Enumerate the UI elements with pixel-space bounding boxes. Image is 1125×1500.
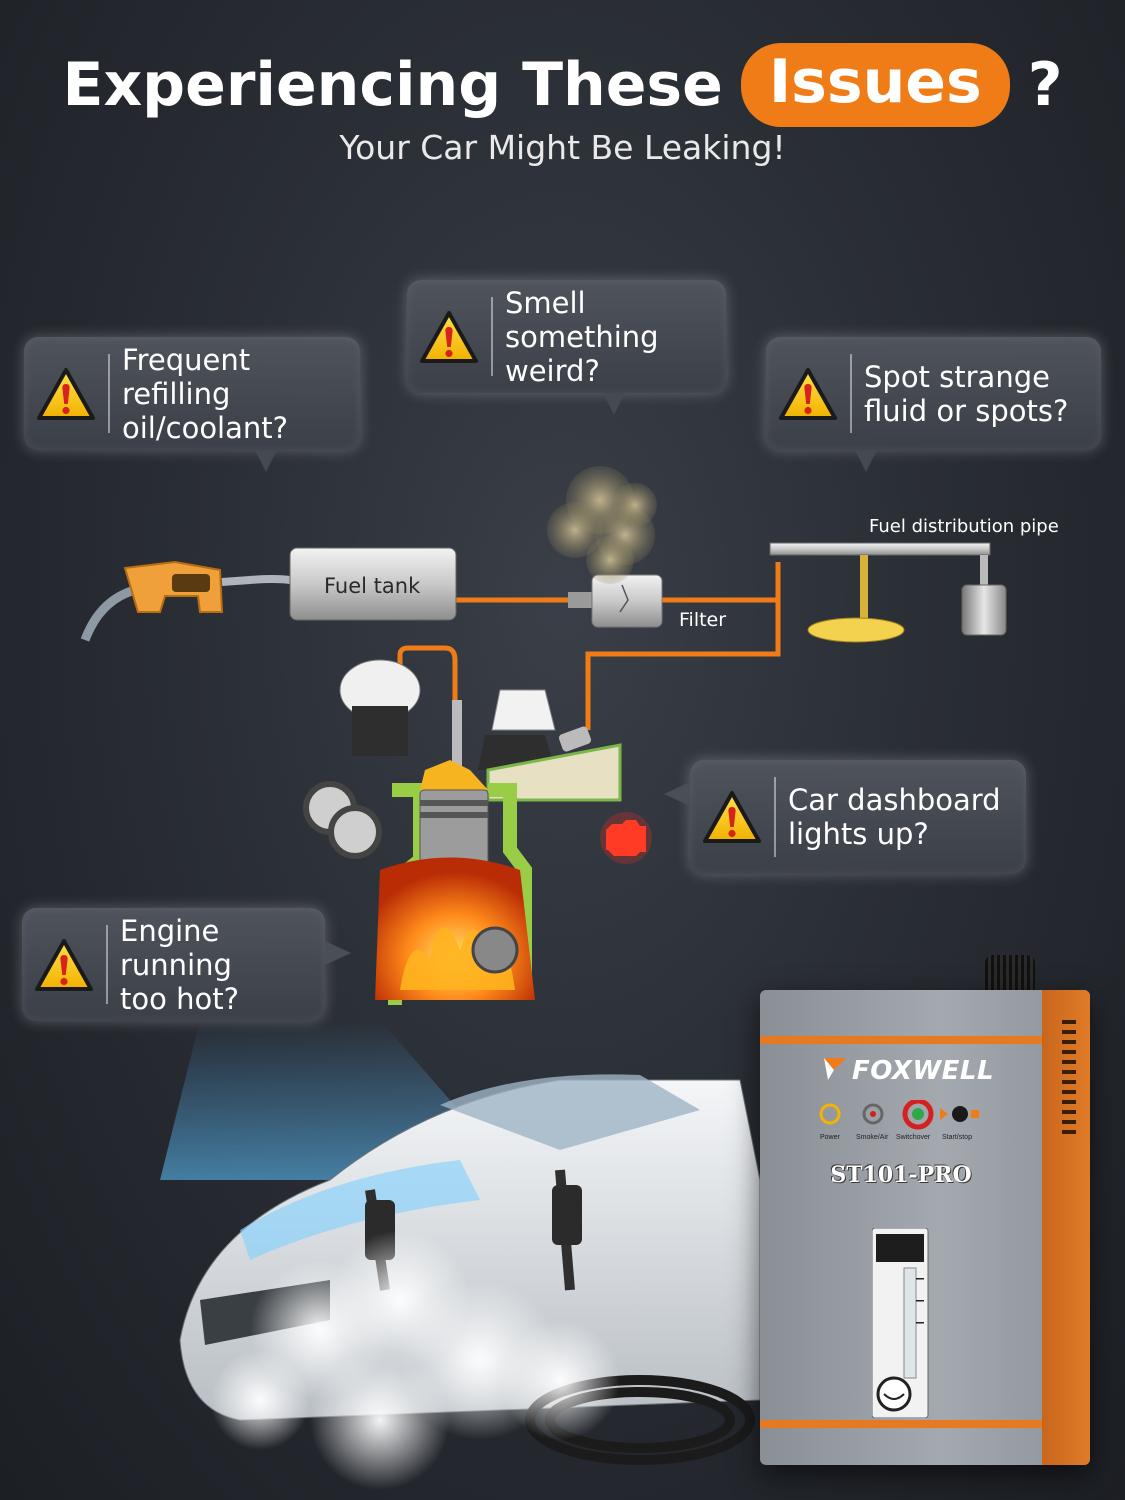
callout-tail <box>255 450 277 472</box>
divider <box>491 296 493 377</box>
control-label: Power <box>820 1134 840 1141</box>
callout-text: Spot strange fluid or spots? <box>864 360 1068 428</box>
callout-smell: Smell something weird? <box>407 280 726 393</box>
control-label: Switchover <box>896 1134 931 1141</box>
callout-text: Car dashboard lights up? <box>788 783 1001 851</box>
fuel-tank <box>289 547 457 621</box>
page-title: Experiencing These Issues ? <box>0 40 1125 130</box>
divider <box>850 353 852 434</box>
callout-refill: Frequent refilling oil/coolant? <box>24 337 360 450</box>
callout-tail <box>603 393 625 415</box>
device-model: ST101-PRO <box>830 1162 972 1188</box>
control-panel <box>819 1100 979 1130</box>
title-highlight: Issues <box>740 43 1010 127</box>
fuel-nozzle-icon <box>80 560 291 642</box>
car-illustration <box>160 1020 760 1490</box>
smoke-machine: FOXWELL Power Smoke/Air Switchover Start… <box>760 990 1090 1465</box>
smoke-cloud-car <box>210 1230 620 1490</box>
warning-icon <box>778 366 838 422</box>
divider <box>774 777 776 857</box>
callout-text: Engine running too hot? <box>120 914 325 1016</box>
filter <box>568 574 663 628</box>
vent-grille <box>1062 1020 1076 1134</box>
callout-line: fluid or spots? <box>864 393 1069 428</box>
warning-icon <box>419 309 479 365</box>
callout-line: lights up? <box>788 817 929 851</box>
control-label: Start/stop <box>942 1134 972 1141</box>
divider <box>108 353 110 434</box>
device-brand: FOXWELL <box>852 1056 995 1086</box>
title-main: Experiencing These <box>62 50 723 120</box>
callout-line: Engine running <box>120 913 232 982</box>
fuel-tank-label: Fuel tank <box>324 574 421 598</box>
device-side-panel <box>1042 990 1090 1465</box>
fuel-line <box>397 562 781 730</box>
callout-line: Spot strange <box>864 359 1050 394</box>
page-subtitle: Your Car Might Be Leaking! <box>339 128 786 167</box>
callout-line: Car dashboard <box>788 783 1001 817</box>
callout-tail <box>325 941 351 965</box>
fuel-pipe-label: Fuel distribution pipe <box>869 516 1059 537</box>
callout-line: Smell something <box>505 285 659 354</box>
device-stripe <box>760 1036 1042 1044</box>
callout-line: weird? <box>505 353 600 388</box>
divider <box>106 924 108 1005</box>
fuel-system-diagram <box>80 466 1007 1005</box>
callout-tail <box>855 450 877 472</box>
callout-line: Frequent refilling <box>122 342 251 411</box>
foxwell-logo-icon <box>824 1058 846 1080</box>
title-suffix: ? <box>1027 50 1063 120</box>
device-knob[interactable] <box>985 955 1035 993</box>
callout-text: Frequent refilling oil/coolant? <box>122 343 360 445</box>
check-engine-icon <box>600 812 652 864</box>
callout-fluid: Spot strange fluid or spots? <box>766 337 1101 450</box>
smoke-cloud <box>547 466 657 584</box>
warning-icon <box>36 366 96 422</box>
filter-label: Filter <box>679 609 727 631</box>
callout-engine: Engine running too hot? <box>22 908 325 1021</box>
callout-line: oil/coolant? <box>122 410 289 445</box>
device-stripe <box>760 1420 1042 1428</box>
fuel-distribution-pipe <box>769 542 1007 643</box>
callout-dashboard: Car dashboard lights up? <box>690 760 1026 874</box>
callout-text: Smell something weird? <box>505 286 726 388</box>
flow-meter <box>872 1228 929 1418</box>
engine-illustration <box>303 659 622 1005</box>
control-label: Smoke/Air <box>856 1134 889 1141</box>
callout-tail <box>664 782 690 806</box>
callout-line: too hot? <box>120 981 239 1016</box>
